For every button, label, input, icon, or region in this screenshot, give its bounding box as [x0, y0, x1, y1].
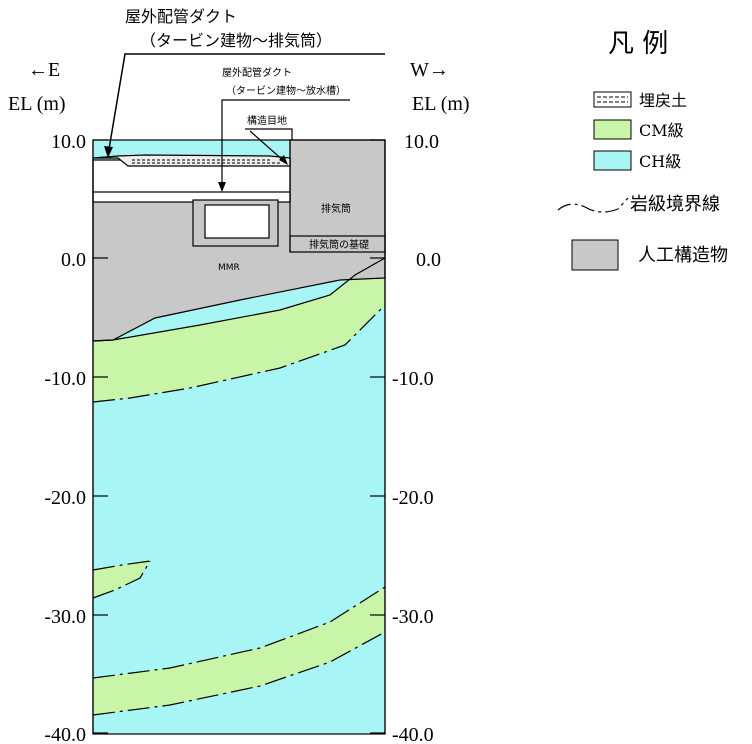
tick-label-left-neg30: -30.0: [44, 606, 86, 628]
legend-title: 凡 例: [608, 29, 668, 59]
callout-duct-main-arrowhead: [104, 146, 113, 158]
tick-label-right-neg30: -30.0: [392, 606, 434, 628]
callout-duct-sub-line1: 屋外配管ダクト: [222, 66, 292, 79]
label-stack-foundation: 排気筒の基礎: [309, 238, 369, 251]
tick-label-right-10: 10.0: [404, 131, 439, 153]
tick-label-left-0: 0.0: [61, 249, 86, 271]
callout-joint-leader: [245, 128, 293, 140]
label-mmr: MMR: [218, 263, 240, 273]
callout-joint-arrow: [249, 130, 286, 163]
axis-left: [92, 139, 108, 734]
rock-boundary-3: [92, 586, 386, 679]
rock-boundary-4: [92, 631, 386, 716]
tick-label-right-0: 0.0: [416, 249, 441, 271]
rock-boundary-2: [92, 304, 386, 403]
rock-boundary-6: [92, 560, 151, 599]
legend-swatch-cm: [593, 119, 632, 140]
callout-joint: 構造目地: [247, 114, 287, 127]
legend-symbol-boundary: [557, 197, 629, 213]
legend: 凡 例 埋戻土 CM級 CH級 岩級境界線 人工構造物: [557, 29, 728, 271]
pipe-duct-inner: [204, 204, 270, 239]
direction-west: W→: [410, 59, 449, 81]
label-exhaust-stack: 排気筒: [321, 202, 351, 215]
legend-swatch-artificial: [571, 239, 619, 271]
tick-label-left-neg10: -10.0: [44, 368, 86, 390]
cm-band-lower: [93, 587, 385, 715]
legend-swatch-ch: [593, 150, 632, 171]
tick-label-left-neg20: -20.0: [44, 487, 86, 509]
rock-boundary-5: [92, 560, 151, 571]
legend-label-artificial: 人工構造物: [638, 245, 728, 266]
cm-lens-left: [93, 561, 150, 598]
callout-duct-main-leader: [107, 53, 385, 156]
cm-band-upper: [93, 258, 385, 402]
axis-right: [370, 139, 386, 734]
tick-label-right-neg10: -10.0: [392, 368, 434, 390]
el-unit-right: EL (m): [412, 93, 470, 115]
legend-label-backfill: 埋戻土: [639, 91, 687, 110]
callout-duct-sub-leader: [221, 99, 350, 188]
tick-label-right-neg40: -40.0: [392, 724, 434, 744]
section-body: [92, 139, 386, 735]
legend-label-cm: CM級: [639, 121, 684, 140]
tick-label-right-neg20: -20.0: [392, 487, 434, 509]
callout-duct-main-line1: 屋外配管ダクト: [125, 7, 237, 26]
callout-duct-main-line2: （タービン建物～排気筒）: [140, 31, 332, 50]
tick-label-left-10: 10.0: [51, 131, 86, 153]
legend-swatch-backfill: [593, 91, 632, 108]
legend-label-ch: CH級: [639, 152, 681, 171]
tick-label-left-neg40: -40.0: [44, 724, 86, 744]
el-unit-left: EL (m): [8, 93, 66, 115]
legend-label-boundary: 岩級境界線: [630, 194, 720, 215]
callout-joint-arrowhead: [279, 155, 288, 165]
callout-duct-sub-arrowhead: [218, 182, 226, 192]
backfill-hatch: [132, 159, 280, 164]
callout-duct-sub-line2: （タービン建物～放水槽）: [226, 84, 346, 97]
direction-east: ←E: [28, 59, 60, 81]
rock-boundary-1: [92, 257, 386, 342]
